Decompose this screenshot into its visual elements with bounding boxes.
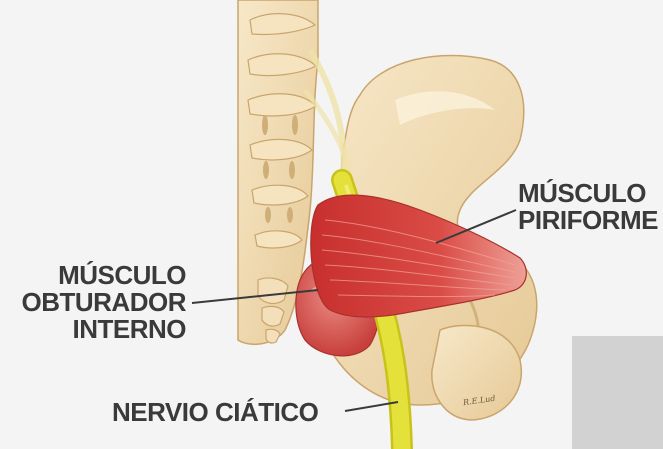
gray-overlay-box: [572, 336, 663, 449]
label-musculo-piriforme: MÚSCULO PIRIFORME: [518, 180, 658, 234]
label-line: OBTURADOR: [10, 289, 186, 316]
ischium-bone: [432, 325, 522, 420]
label-nervio-ciatico: NERVIO CIÁTICO: [112, 399, 318, 426]
label-line: PIRIFORME: [518, 207, 658, 234]
label-musculo-obturador-interno: MÚSCULO OBTURADOR INTERNO: [10, 262, 186, 343]
label-line: MÚSCULO: [518, 180, 658, 207]
label-line: MÚSCULO: [10, 262, 186, 289]
label-line: INTERNO: [10, 316, 186, 343]
